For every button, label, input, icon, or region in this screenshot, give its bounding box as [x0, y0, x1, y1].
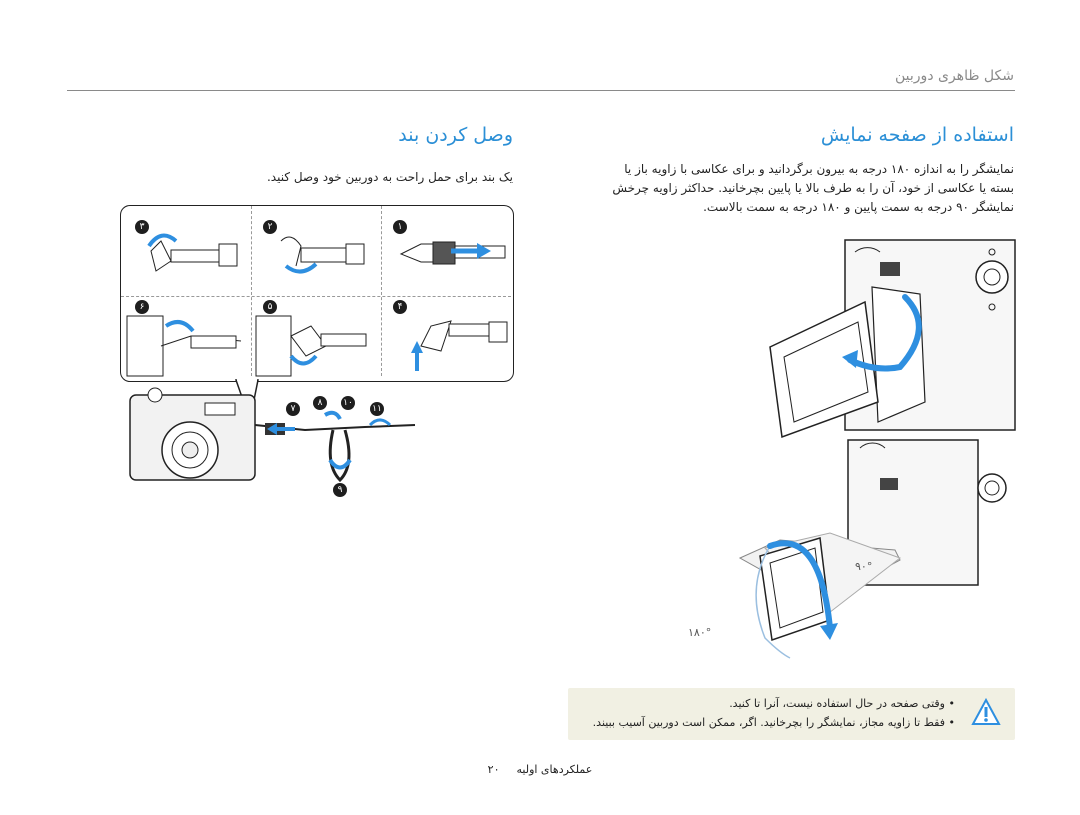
step-number: ۱۱ [370, 402, 384, 416]
mode-dial [975, 260, 1009, 294]
callout-divider [121, 296, 511, 297]
step-number: ۱ [393, 220, 407, 234]
step-number: ۶ [135, 300, 149, 314]
camera-front-illustration [129, 387, 416, 483]
rotate-arrow-icon [755, 545, 791, 659]
section-title-display: استفاده از صفحه نمایش [820, 124, 1014, 146]
header-divider [67, 90, 1015, 91]
display-instructions: نمایشگر را به اندازه ۱۸۰ درجه به بیرون ب… [564, 160, 1014, 217]
rotate-arrow-icon [289, 354, 318, 366]
angle-label-90: ۹۰° [855, 560, 873, 573]
breadcrumb: شکل ظاهری دوربین [895, 68, 1014, 84]
caution-note-line: • فقط تا زاویه مجاز، نمایشگر را بچرخانید… [592, 716, 955, 729]
display-instructions-line: بسته یا عکاسی از خود، آن را به طرف بالا … [612, 181, 1014, 195]
callout-divider [381, 206, 382, 376]
page-number: ۲۰ [487, 763, 500, 776]
rotate-arrow-icon [847, 294, 922, 372]
angle-label-180: ۱۸۰° [688, 626, 712, 639]
camera-screen-tilt-illustration [769, 239, 1016, 439]
display-instructions-line: نمایشگر ۹۰ درجه به سمت پایین و ۱۸۰ درجه … [703, 200, 1014, 214]
step-number: ۱۰ [341, 396, 355, 410]
rotate-arrow-icon [147, 233, 178, 248]
caution-note-line: • وقتی صفحه در حال استفاده نیست، آنرا تا… [729, 697, 955, 710]
callout-divider [251, 206, 252, 376]
step-number: ۵ [263, 300, 277, 314]
warning-icon [971, 697, 1001, 725]
footer-label: عملکردهای اولیه [516, 763, 593, 776]
step-number: ۳ [135, 220, 149, 234]
caution-note: • وقتی صفحه در حال استفاده نیست، آنرا تا… [568, 688, 1015, 740]
strap-instructions: یک بند برای حمل راحت به دوربین خود وصل ک… [266, 170, 513, 184]
step-number: ۷ [286, 402, 300, 416]
strap-steps-callout: ۱ ۲ ۳ ۴ ۵ ۶ [120, 205, 514, 382]
rotate-arrow-icon [164, 320, 195, 333]
step-number: ۸ [313, 396, 327, 410]
camera-screen-flip-illustration [738, 439, 1007, 659]
strap-step-drawings [126, 233, 508, 377]
rotate-arrow-icon [284, 262, 318, 274]
step-number: ۲ [263, 220, 277, 234]
page-footer: عملکردهای اولیه ۲۰ [0, 763, 1080, 776]
display-instructions-line: نمایشگر را به اندازه ۱۸۰ درجه به بیرون ب… [624, 162, 1014, 176]
step-number: ۹ [333, 483, 347, 497]
section-title-strap: وصل کردن بند [398, 124, 513, 146]
step-number: ۴ [393, 300, 407, 314]
